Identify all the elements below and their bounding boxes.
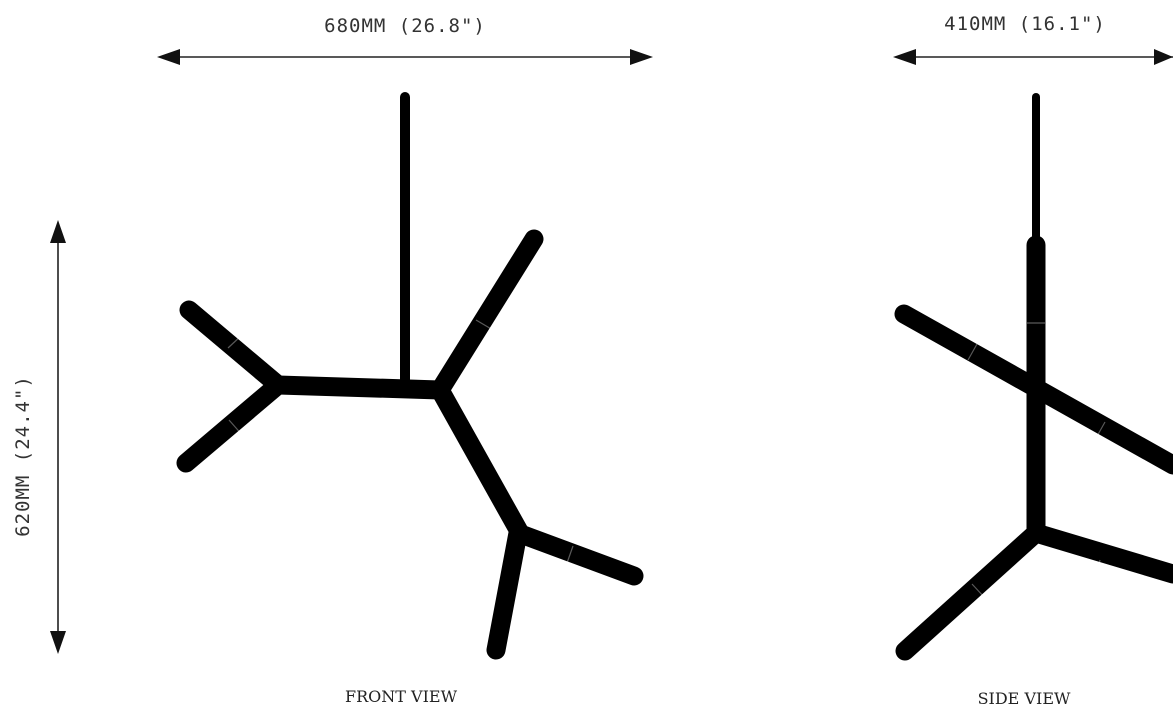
side-depth-label: 410MM (16.1") (944, 13, 1106, 35)
front-joint-1 (227, 333, 244, 349)
front-arm-bottom-down (486, 523, 528, 660)
front-view-label: FRONT VIEW (345, 687, 458, 706)
side-joint-5 (1095, 559, 1101, 578)
front-view-fixture (176, 92, 644, 660)
height-label: 620MM (24.4") (12, 375, 34, 537)
side-joint-4 (971, 583, 986, 599)
height-dimension: 620MM (24.4") (12, 220, 66, 654)
front-arm-left-upper (179, 300, 288, 395)
height-arrow-bottom (50, 631, 66, 654)
side-depth-arrow-left (893, 49, 916, 65)
front-width-arrow-left (157, 49, 180, 65)
side-arm-lower-left (895, 523, 1046, 661)
front-width-arrow-right (630, 49, 653, 65)
front-width-label: 680MM (26.8") (324, 15, 486, 37)
front-joint-2 (228, 419, 245, 438)
side-joint-3 (1095, 421, 1106, 439)
side-view-label: SIDE VIEW (978, 689, 1071, 708)
front-width-dimension: 680MM (26.8") (157, 15, 653, 65)
side-arm-diagonal (894, 304, 1173, 475)
front-hub-bar (268, 375, 450, 400)
side-joint-2 (967, 343, 978, 361)
side-depth-dimension: 410MM (16.1") (893, 13, 1173, 65)
side-view-fixture (894, 93, 1173, 661)
front-arm-bottom-right (508, 523, 644, 586)
height-arrow-top (50, 220, 66, 243)
side-arm-lower-right (1026, 523, 1173, 584)
front-joint-3 (475, 319, 494, 331)
front-arm-right-down (430, 380, 530, 543)
front-joint-4 (566, 545, 574, 564)
front-arm-right-upper (430, 229, 544, 400)
front-arm-left-lower (176, 375, 288, 473)
side-depth-arrow-right (1154, 49, 1173, 65)
